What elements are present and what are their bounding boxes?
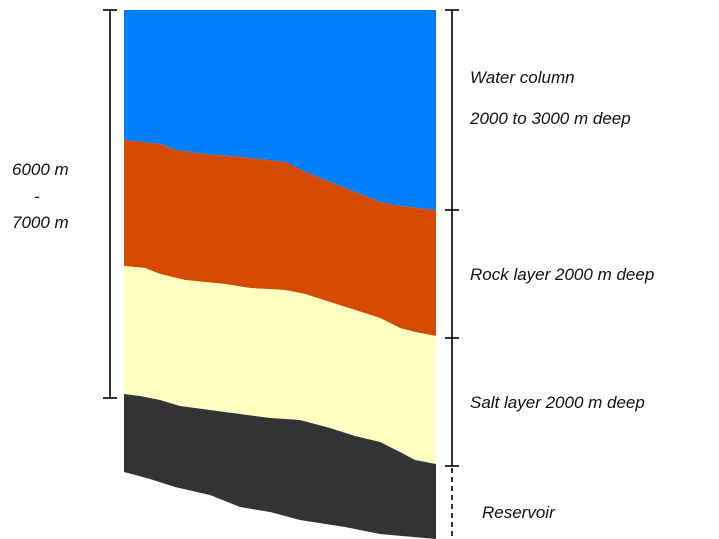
reservoir-label: Reservoir	[482, 503, 556, 522]
salt-layer-label: Salt layer 2000 m deep	[470, 393, 645, 412]
salt-layer	[124, 266, 436, 464]
total-depth-label-top: 6000 m	[12, 160, 69, 179]
rock-layer-label: Rock layer 2000 m deep	[470, 265, 654, 284]
total-depth-bracket	[103, 9, 117, 399]
rock-layer	[124, 140, 436, 336]
layer-depth-scale	[445, 9, 459, 539]
water-column-layer	[124, 10, 436, 210]
total-depth-label-dash: -	[34, 187, 40, 206]
water-column-label: Water column	[470, 68, 575, 87]
water-depth-label: 2000 to 3000 m deep	[469, 109, 631, 128]
total-depth-label-bottom: 7000 m	[12, 213, 69, 232]
reservoir-layer	[124, 394, 436, 539]
